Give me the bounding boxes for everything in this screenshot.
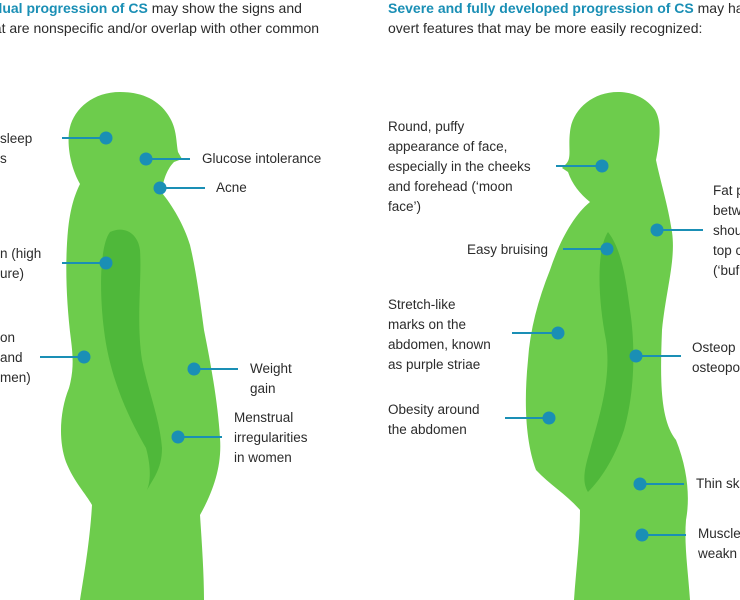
label-sleep-line2: s [0, 151, 7, 166]
label-hypertension-line2: ure) [0, 266, 25, 281]
label-moon-face-line1: Round, puffy [388, 119, 465, 134]
label-hypertension-line1: n (high [0, 246, 42, 261]
label-menstrual: Menstrual irregularities in women [234, 408, 308, 468]
pointer-menstrual [171, 430, 222, 444]
label-osteo-line1: Osteop [692, 340, 736, 355]
label-thin-skin-line1: Thin sk [696, 476, 740, 491]
label-muscle-line2: weakn [698, 546, 738, 561]
left-intro: adual progression of CS may show the sig… [0, 0, 319, 38]
label-osteo: Osteop osteopo [692, 338, 740, 378]
label-acne: Acne [216, 178, 247, 198]
label-abdomen: on and men) [0, 328, 31, 388]
label-menstrual-line2: irregularities [234, 430, 308, 445]
right-pointers [505, 159, 703, 542]
label-striae-line2: marks on the [388, 317, 467, 332]
label-obesity-line1: Obesity around [388, 402, 480, 417]
label-glucose-line1: Glucose intolerance [202, 151, 322, 166]
label-acne-line1: Acne [216, 180, 247, 195]
label-moon-face-line2: appearance of face, [388, 139, 508, 154]
pointer-moon-face [556, 159, 609, 173]
pointer-acne [153, 181, 205, 195]
right-intro-rest: may have [697, 0, 740, 16]
right-intro-highlight: Severe and fully developed progression o… [388, 0, 694, 16]
pointer-weight [187, 362, 238, 376]
label-abdomen-line3: men) [0, 370, 31, 385]
left-intro-highlight: adual progression of CS [0, 0, 148, 16]
label-buffalo-line3: shou [713, 223, 740, 238]
label-menstrual-line3: in women [234, 450, 292, 465]
label-bruising-line1: Easy bruising [467, 242, 549, 257]
label-muscle-line1: Muscle [698, 526, 740, 541]
label-moon-face-line5: face’) [388, 199, 422, 214]
label-bruising: Easy bruising [467, 240, 548, 260]
label-buffalo-line1: Fat p [713, 183, 740, 198]
pointer-striae [512, 326, 565, 340]
label-sleep: sleep s [0, 129, 32, 169]
label-sleep-line1: sleep [0, 131, 33, 146]
pointer-sleep [62, 131, 113, 145]
pointer-buffalo [650, 223, 703, 237]
label-muscle: Muscle weakn [698, 524, 740, 564]
pointer-osteo [629, 349, 681, 363]
label-buffalo: Fat p betw shou top c (‘buf [713, 181, 740, 281]
left-silhouette [60, 92, 221, 600]
pointer-obesity [505, 411, 556, 425]
label-moon-face-line4: and forehead (‘moon [388, 179, 513, 194]
label-menstrual-line1: Menstrual [234, 410, 294, 425]
pointer-bruising [563, 242, 614, 256]
left-pointers [40, 131, 238, 444]
label-moon-face: Round, puffy appearance of face, especia… [388, 117, 531, 217]
left-intro-line2: hat are nonspecific and/or overlap with … [0, 20, 320, 36]
pointer-abdomen [40, 350, 91, 364]
right-silhouette [525, 92, 690, 600]
label-abdomen-line2: and [0, 350, 23, 365]
right-intro: Severe and fully developed progression o… [388, 0, 740, 38]
left-body-shape [60, 92, 221, 600]
label-thin-skin: Thin sk [696, 474, 740, 494]
label-buffalo-line5: (‘buf [713, 263, 740, 278]
label-buffalo-line4: top c [713, 243, 740, 258]
right-inner-shape [584, 232, 634, 492]
label-striae-line3: abdomen, known [388, 337, 491, 352]
pointer-thin-skin [633, 477, 684, 491]
pointer-hypertension [62, 256, 113, 270]
left-intro-rest: may show the signs and [147, 0, 302, 16]
right-intro-line2: overt features that may be more easily r… [388, 20, 703, 36]
label-osteo-line2: osteopo [692, 360, 740, 375]
label-moon-face-line3: especially in the cheeks [388, 159, 531, 174]
label-weight-line1: Weight [250, 361, 292, 376]
left-inner-shape [101, 229, 162, 492]
pointer-glucose [139, 152, 190, 166]
label-hypertension: n (high ure) [0, 244, 41, 284]
label-striae: Stretch-like marks on the abdomen, known… [388, 295, 491, 375]
label-glucose: Glucose intolerance [202, 149, 321, 169]
pointer-muscle [635, 528, 686, 542]
label-striae-line4: as purple striae [388, 357, 481, 372]
label-obesity: Obesity around the abdomen [388, 400, 480, 440]
label-abdomen-line1: on [0, 330, 16, 345]
label-buffalo-line2: betw [713, 203, 740, 218]
label-obesity-line2: the abdomen [388, 422, 467, 437]
label-weight: Weight gain [250, 359, 292, 399]
label-striae-line1: Stretch-like [388, 297, 456, 312]
label-weight-line2: gain [250, 381, 276, 396]
